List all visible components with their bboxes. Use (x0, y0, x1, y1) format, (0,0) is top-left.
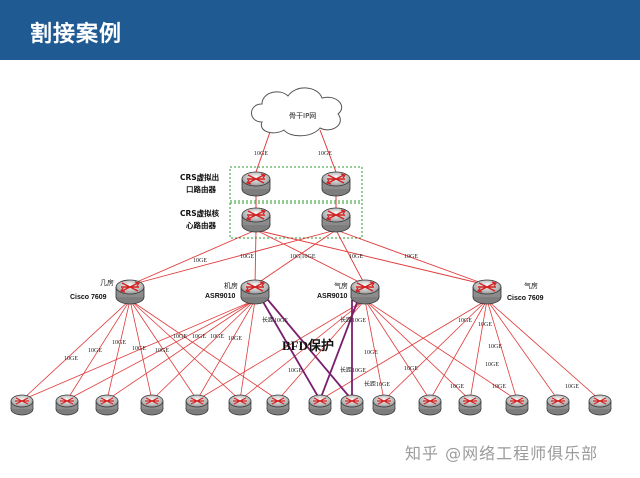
access-label-6: 10GE (173, 334, 187, 340)
dist-label-5: 10GE (404, 254, 418, 260)
long-label-2: 长距10GE (340, 316, 366, 324)
access-label-10: 10GE (288, 368, 302, 374)
edge-group-label-2: 口路由器 (186, 184, 216, 194)
long-label-3: 长距10GE (340, 366, 366, 374)
access-label-13: 10GE (458, 318, 472, 324)
slide-title: 割接案例 (30, 22, 123, 47)
access-label-7: 10GE (192, 334, 206, 340)
access-label-5: 10GE (155, 348, 169, 354)
access-label-9: 10GE (228, 336, 242, 342)
dist-2-model: ASR9010 (205, 293, 235, 300)
watermark: 知乎 @网络工程师俱乐部 (405, 444, 599, 463)
dist-label-1: 10GE (193, 258, 207, 264)
access-label-18: 10GE (492, 384, 506, 390)
access-router-6 (228, 394, 252, 416)
access-router-2 (55, 394, 79, 416)
access-router-7 (266, 394, 290, 416)
virtual-core-group (229, 202, 363, 239)
dist-3-room: 气房 (334, 281, 348, 290)
dist-1-room: 几房 (100, 278, 114, 287)
edge-router-1 (241, 171, 271, 197)
cloud-label: 骨干IP网 (289, 112, 316, 120)
virtual-edge-group (229, 166, 363, 202)
access-links (21, 299, 601, 401)
dist-4-model: Cisco 7609 (507, 295, 544, 302)
access-router-11 (418, 394, 442, 416)
access-router-9 (340, 394, 364, 416)
dist-router-asr-2 (350, 279, 380, 305)
backbone-cloud: 骨干IP网 (251, 87, 343, 137)
dist-2-room: 机房 (224, 281, 238, 290)
edge-router-2 (321, 171, 351, 197)
access-label-19: 10GE (565, 384, 579, 390)
edge-group-label-1: CRS虚拟出 (180, 172, 219, 182)
dist-4-room: 气房 (524, 281, 538, 290)
access-router-3 (95, 394, 119, 416)
uplink-lines (255, 129, 337, 173)
core-distribution-links (129, 229, 488, 286)
dist-1-model: Cisco 7609 (70, 294, 107, 301)
dist-label-2: 10GE (240, 254, 254, 260)
title-bar: 割接案例 (0, 0, 640, 60)
dist-router-cisco-1 (115, 279, 145, 305)
access-router-10 (372, 394, 396, 416)
dist-label-3: 10G|10GE (290, 254, 316, 260)
access-router-15 (588, 394, 612, 416)
access-router-13 (505, 394, 529, 416)
bfd-protection-label: BFD保护 (282, 338, 334, 353)
access-router-4 (140, 394, 164, 416)
access-label-3: 10GE (112, 340, 126, 346)
access-router-8 (308, 394, 332, 416)
access-router-1 (10, 394, 34, 416)
long-label-4: 长距10GE (364, 380, 390, 388)
dist-router-asr-1 (240, 279, 270, 305)
access-router-5 (185, 394, 209, 416)
core-group-label-1: CRS虚拟核 (180, 208, 220, 218)
core-router-2 (321, 207, 351, 233)
access-router-14 (546, 394, 570, 416)
dist-label-4: 10GE (349, 254, 363, 260)
access-label-12: 10GE (404, 366, 418, 372)
core-group-label-2: 心路由器 (186, 220, 216, 230)
dist-router-cisco-2 (472, 279, 502, 305)
bfd-protected-links (261, 299, 359, 401)
core-router-1 (241, 207, 271, 233)
access-label-16: 10GE (485, 362, 499, 368)
access-label-17: 10GE (450, 384, 464, 390)
access-label-4: 10GE (132, 346, 146, 352)
access-link-labels: 10GE 10GE 10GE 10GE 10GE 10GE 10GE 10GE … (64, 316, 579, 390)
uplink-label-left: 10GE (254, 151, 268, 157)
dist-3-model: ASR9010 (317, 293, 347, 300)
access-label-15: 10GE (488, 344, 502, 350)
access-label-14: 10GE (478, 322, 492, 328)
access-label-2: 10GE (88, 348, 102, 354)
uplink-label-right: 10GE (318, 151, 332, 157)
access-label-11: 10GE (364, 350, 378, 356)
access-label-8: 10GE (210, 334, 224, 340)
long-label-1: 长距10GE (262, 316, 288, 324)
access-router-12 (458, 394, 482, 416)
access-label-1: 10GE (64, 356, 78, 362)
